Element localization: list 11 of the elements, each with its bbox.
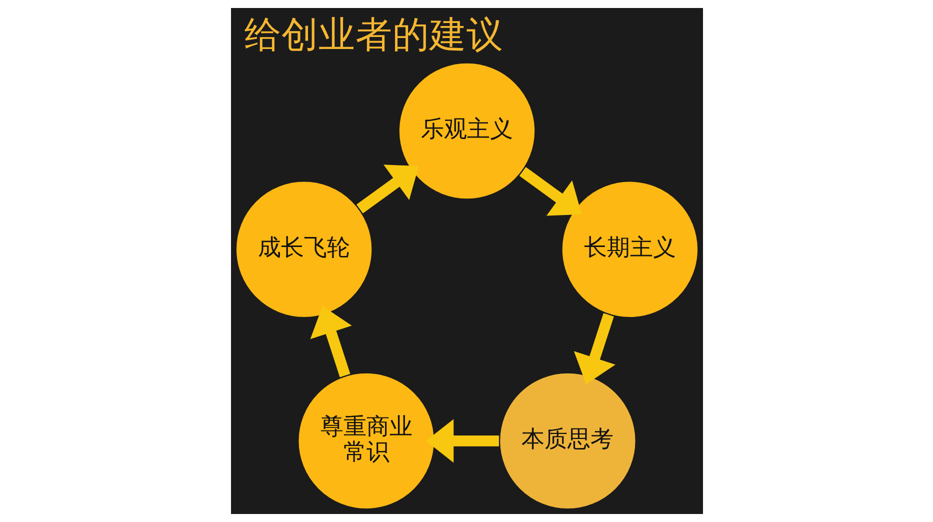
node-circle: 成长飞轮 [234,180,372,318]
arrow [310,306,352,378]
arrow [425,419,498,463]
diagram-title: 给创业者的建议 [244,12,504,56]
arrow [518,166,582,216]
node-circle: 乐观主义 [398,62,536,200]
arrow [573,313,615,384]
node-circle: 尊重商业常识 [297,372,435,510]
node-circle: 长期主义 [560,180,698,318]
arrow [356,164,418,214]
node-circle: 本质思考 [498,372,636,510]
